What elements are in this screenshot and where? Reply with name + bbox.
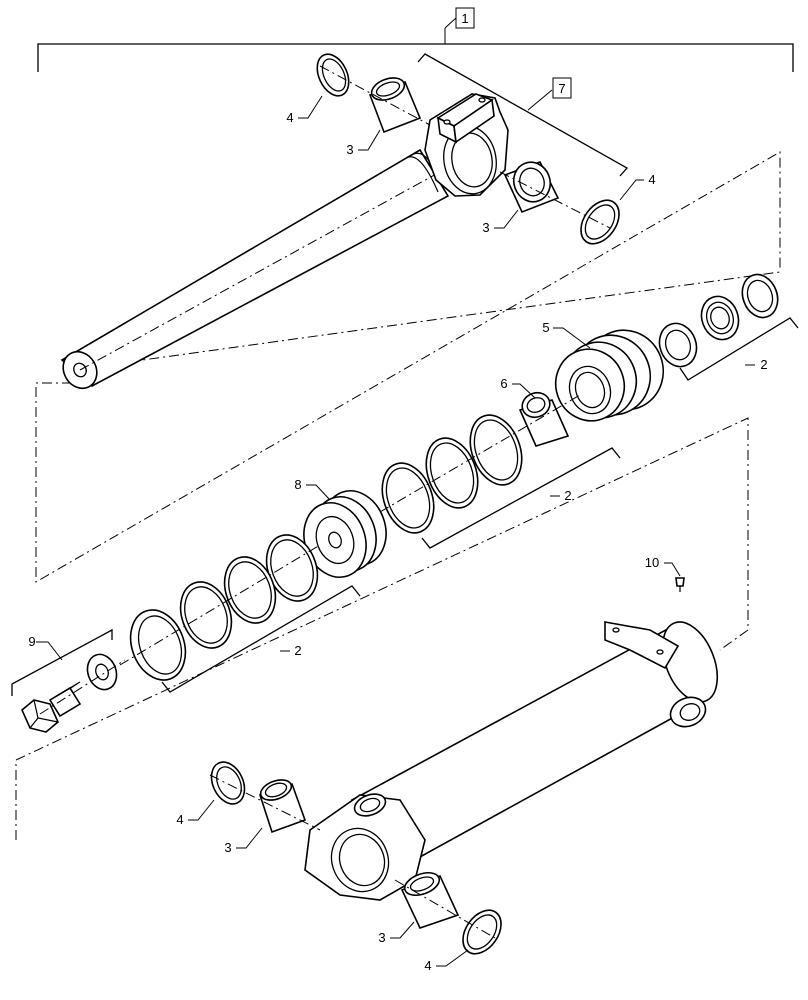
- callout-9: 9: [28, 634, 35, 649]
- callout-7-box: 7: [552, 77, 572, 99]
- base-end-bushing-right: [400, 871, 460, 929]
- piston-rod: [60, 148, 459, 390]
- washer: [86, 653, 118, 691]
- bolt-kit-bracket-9: [11, 628, 113, 696]
- rod-end-ring-right: [580, 199, 620, 245]
- callout-2-piston: 2: [294, 643, 301, 658]
- assembly-guide-lines: [15, 151, 781, 840]
- o-ring-2: [425, 437, 479, 509]
- piston-seal-1: [265, 534, 319, 602]
- callout-6: 6: [500, 376, 507, 391]
- callout-4-rod-left: 4: [286, 110, 293, 125]
- piston-seal-2: [223, 556, 277, 624]
- callout-5: 5: [542, 320, 549, 335]
- o-ring-3: [381, 462, 435, 534]
- gland-seal-2: [700, 295, 740, 341]
- rod-eye-bracket-7: [417, 53, 629, 177]
- seal-kit-bracket-2a: [679, 317, 799, 381]
- callout-4-rod-right: 4: [648, 172, 655, 187]
- gland-seal-1: [658, 322, 698, 368]
- seal-kit-bracket-2b: [421, 447, 621, 549]
- seal-kit-bracket-2c: [161, 585, 361, 693]
- rod-end-bushing-left: [368, 77, 422, 134]
- gland-seal-3: [741, 273, 779, 319]
- base-end-bushing-left: [258, 779, 307, 834]
- callout-1: 1: [461, 11, 468, 26]
- cylinder-barrel: [350, 621, 719, 870]
- assembly-bracket-1: [37, 17, 794, 72]
- callout-2-gland: 2: [760, 357, 767, 372]
- leader-lines: [36, 95, 755, 967]
- base-end-ring-right: [462, 909, 502, 955]
- piston-wear-band: [129, 609, 187, 681]
- callout-3-base-right: 3: [378, 930, 385, 945]
- callout-3-rod-left: 3: [346, 142, 353, 157]
- piston: [303, 490, 387, 578]
- callout-3-rod-right: 3: [482, 220, 489, 235]
- piston-seal-3: [179, 581, 233, 649]
- callout-4-base-left: 4: [176, 812, 183, 827]
- callout-3-base-left: 3: [224, 840, 231, 855]
- rod-end-ring-left: [316, 53, 350, 97]
- gland: [554, 329, 665, 422]
- piston-bolt: [21, 681, 82, 733]
- callout-2-orings: 2: [564, 488, 571, 503]
- callout-7: 7: [558, 81, 565, 96]
- rod-end-bushing-right: [503, 161, 560, 214]
- callout-1-box: 1: [455, 7, 475, 29]
- rod-eye: [424, 93, 509, 197]
- callout-10: 10: [645, 555, 659, 570]
- o-ring-1: [469, 414, 523, 486]
- callout-4-base-right: 4: [424, 958, 431, 973]
- base-end-ring-left: [210, 761, 246, 805]
- callout-8: 8: [294, 477, 301, 492]
- wear-ring: [518, 391, 570, 447]
- grease-fitting: [675, 577, 685, 592]
- base-eye: [304, 793, 426, 901]
